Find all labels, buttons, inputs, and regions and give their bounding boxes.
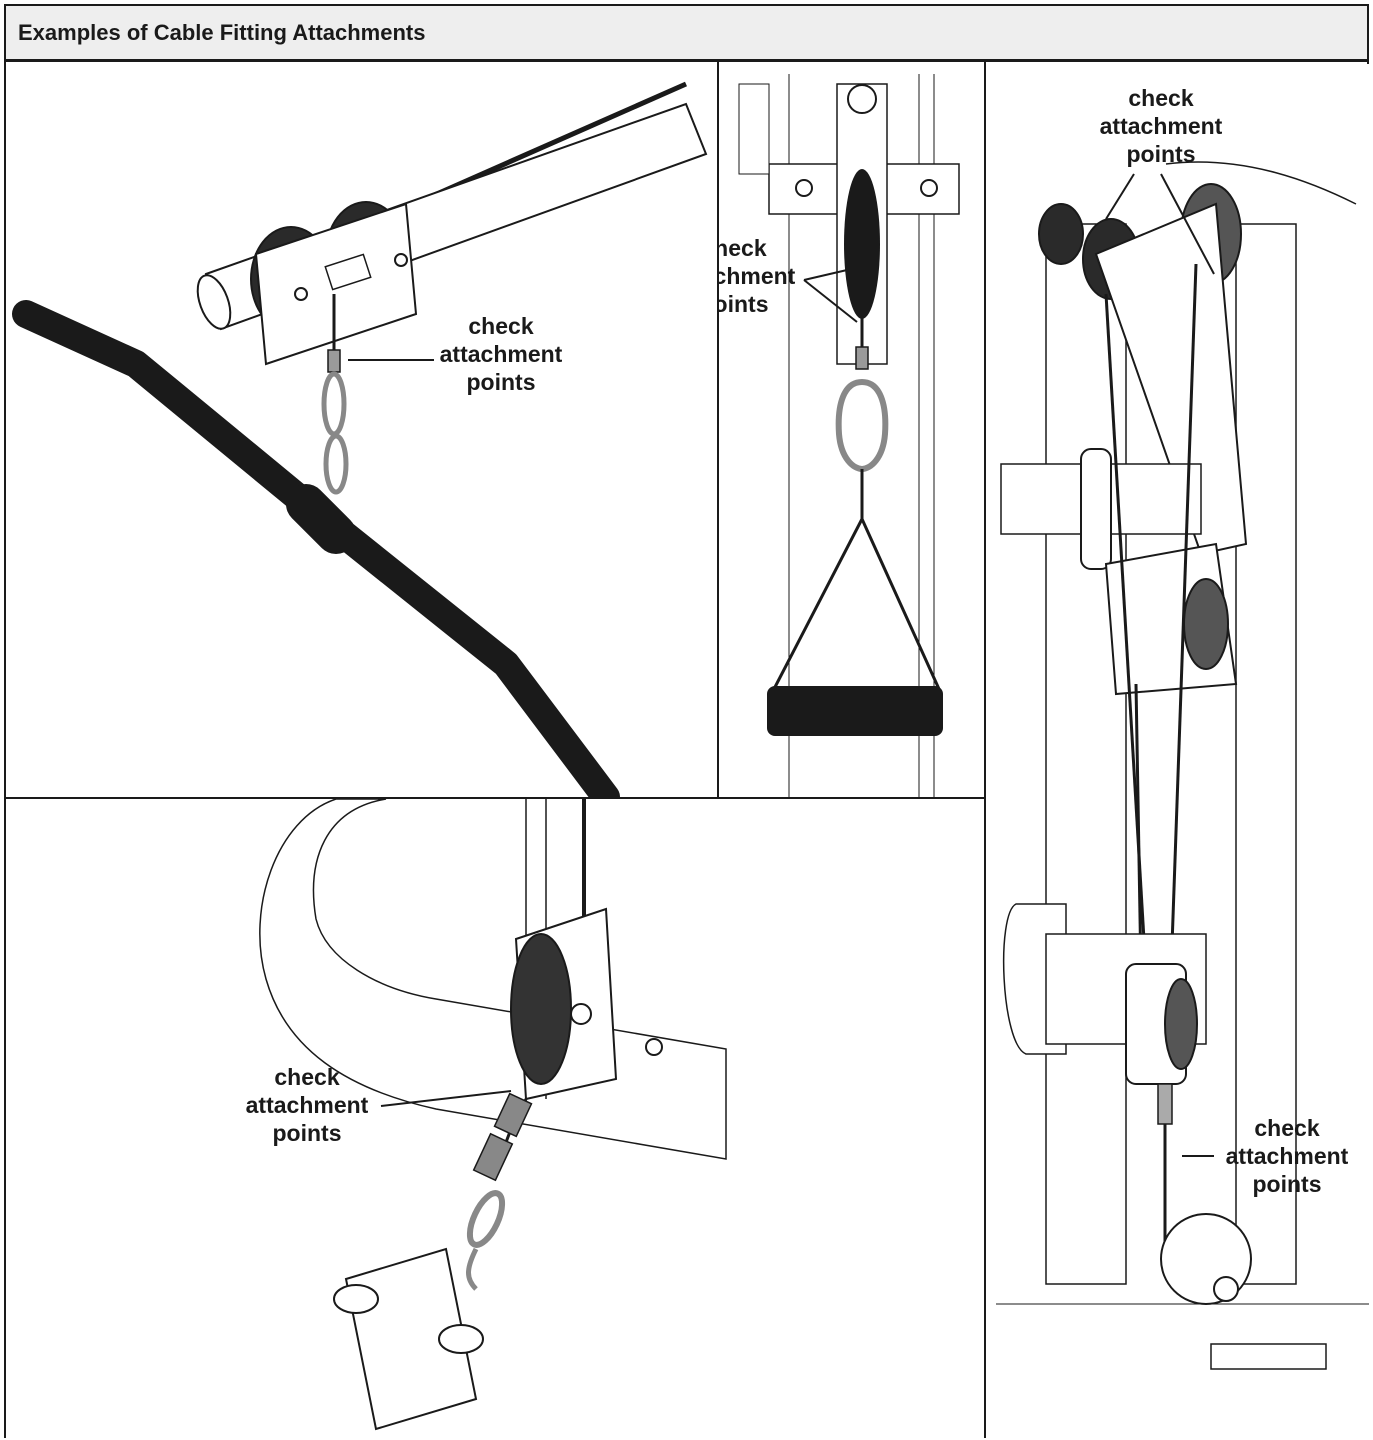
- callout-upper-right: check attachment points: [1099, 85, 1223, 167]
- callout-handle: check attachment points: [719, 235, 796, 317]
- bottom-illustration: [259, 799, 727, 1431]
- panel-bottom: check attachment points: [6, 799, 984, 1438]
- divider-vertical-right: [984, 62, 986, 1438]
- callout-lat-bar: check attachment points: [439, 313, 563, 395]
- figure-title: Examples of Cable Fitting Attachments: [18, 20, 426, 45]
- callout-lower-right: check attachment points: [1225, 1115, 1349, 1197]
- panel-right-column: check attachment points check attachment…: [986, 64, 1369, 1438]
- panel-handle: check attachment points: [719, 64, 984, 797]
- divider-vertical-middle: [717, 62, 719, 798]
- handle-illustration: [738, 74, 960, 797]
- divider-horizontal: [6, 797, 984, 799]
- panel-lat-bar: check attachment points: [6, 64, 717, 797]
- callout-ankle: check attachment points: [245, 1064, 369, 1146]
- figure-frame: Examples of Cable Fitting Attachments: [4, 4, 1369, 1438]
- title-bar: Examples of Cable Fitting Attachments: [6, 6, 1367, 62]
- right-column-illustration: [996, 161, 1369, 1370]
- lat-bar-illustration: [12, 81, 708, 797]
